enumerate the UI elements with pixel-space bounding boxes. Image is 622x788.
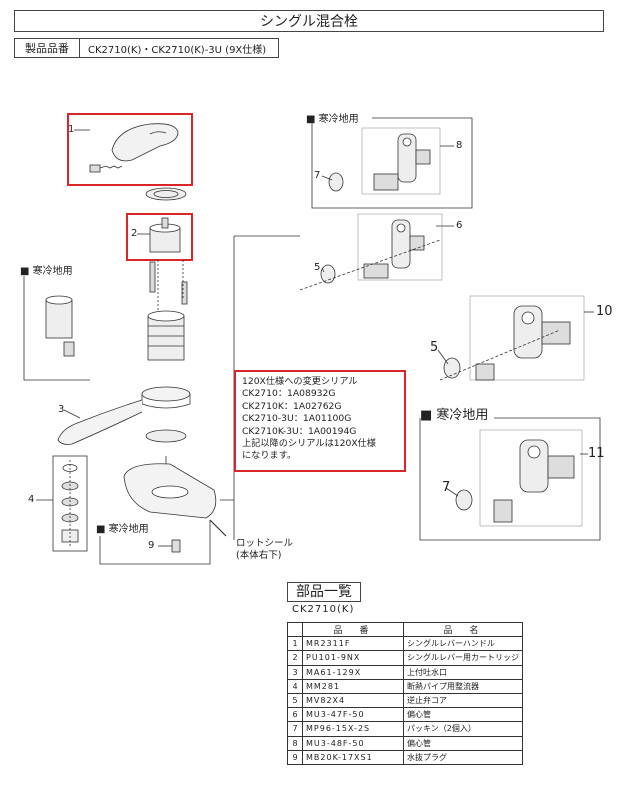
- eccentric-pipe-10-drawing: [475, 305, 571, 381]
- part-number-5: 5: [314, 262, 321, 273]
- callout-line: になります。: [242, 450, 297, 462]
- part-number-7-alt: 7: [442, 480, 451, 495]
- model-label: 製品品番: [15, 39, 80, 57]
- part-2-highlight: [126, 213, 193, 261]
- part-number-10: 10: [596, 304, 613, 319]
- eccentric-pipe-6-drawing: [363, 219, 425, 279]
- body-column-drawing: [147, 310, 185, 361]
- cold-region-label-top: ■ 寒冷地用: [306, 114, 359, 125]
- part-number-11: 11: [588, 446, 605, 461]
- model-row: 製品品番 CK2710(K)・CK2710(K)-3U (9X仕様): [14, 38, 280, 58]
- cold-region-label-bottom: ■ 寒冷地用: [96, 524, 149, 535]
- part-number-5-alt: 5: [430, 340, 439, 355]
- cold-region-label-left: ■ 寒冷地用: [20, 266, 73, 277]
- eccentric-pipe-8-drawing: [373, 133, 431, 191]
- part-number-7: 7: [314, 170, 321, 181]
- part-1-highlight: [67, 113, 193, 186]
- serial-change-callout: 120X仕様への変更シリアル CK2710：1A08932G CK2710K：1…: [234, 370, 406, 472]
- parts-list-heading: 部品一覧: [287, 582, 361, 602]
- part-number-9: 9: [148, 540, 155, 551]
- part-number-1: 1: [68, 124, 75, 135]
- parts-list-model: CK2710(K): [292, 604, 355, 615]
- callout-line: CK2710-3U：1A01100G: [242, 413, 352, 425]
- base-body-drawing: [123, 456, 217, 519]
- callout-line: CK2710：1A08932G: [242, 388, 336, 400]
- lot-seal-label: ロットシール (本体右下): [236, 538, 294, 561]
- part-number-3: 3: [58, 404, 65, 415]
- part-number-8: 8: [456, 140, 463, 151]
- header-part-name: 品 名: [403, 621, 523, 638]
- callout-line: CK2710K-3U：1A00194G: [242, 425, 357, 437]
- cartridge-drawing: [149, 217, 181, 253]
- header-part-code: 品 番: [302, 621, 404, 638]
- model-value: CK2710(K)・CK2710(K)-3U (9X仕様): [88, 44, 267, 56]
- callout-line: 上記以降のシリアルは120X仕様: [242, 438, 376, 450]
- page-title: シングル混合栓: [14, 10, 604, 32]
- eccentric-pipe-11-drawing: [493, 439, 575, 523]
- cold-aerator-drawing: [45, 295, 75, 357]
- cold-region-label-right: ■ 寒冷地用: [420, 408, 489, 423]
- part-number-6: 6: [456, 220, 463, 231]
- lever-handle-drawing: [89, 123, 179, 173]
- callout-line: CK2710K：1A02762G: [242, 400, 342, 412]
- callout-line: 120X仕様への変更シリアル: [242, 376, 358, 387]
- part-number-2: 2: [131, 228, 138, 239]
- part-number-4: 4: [28, 494, 35, 505]
